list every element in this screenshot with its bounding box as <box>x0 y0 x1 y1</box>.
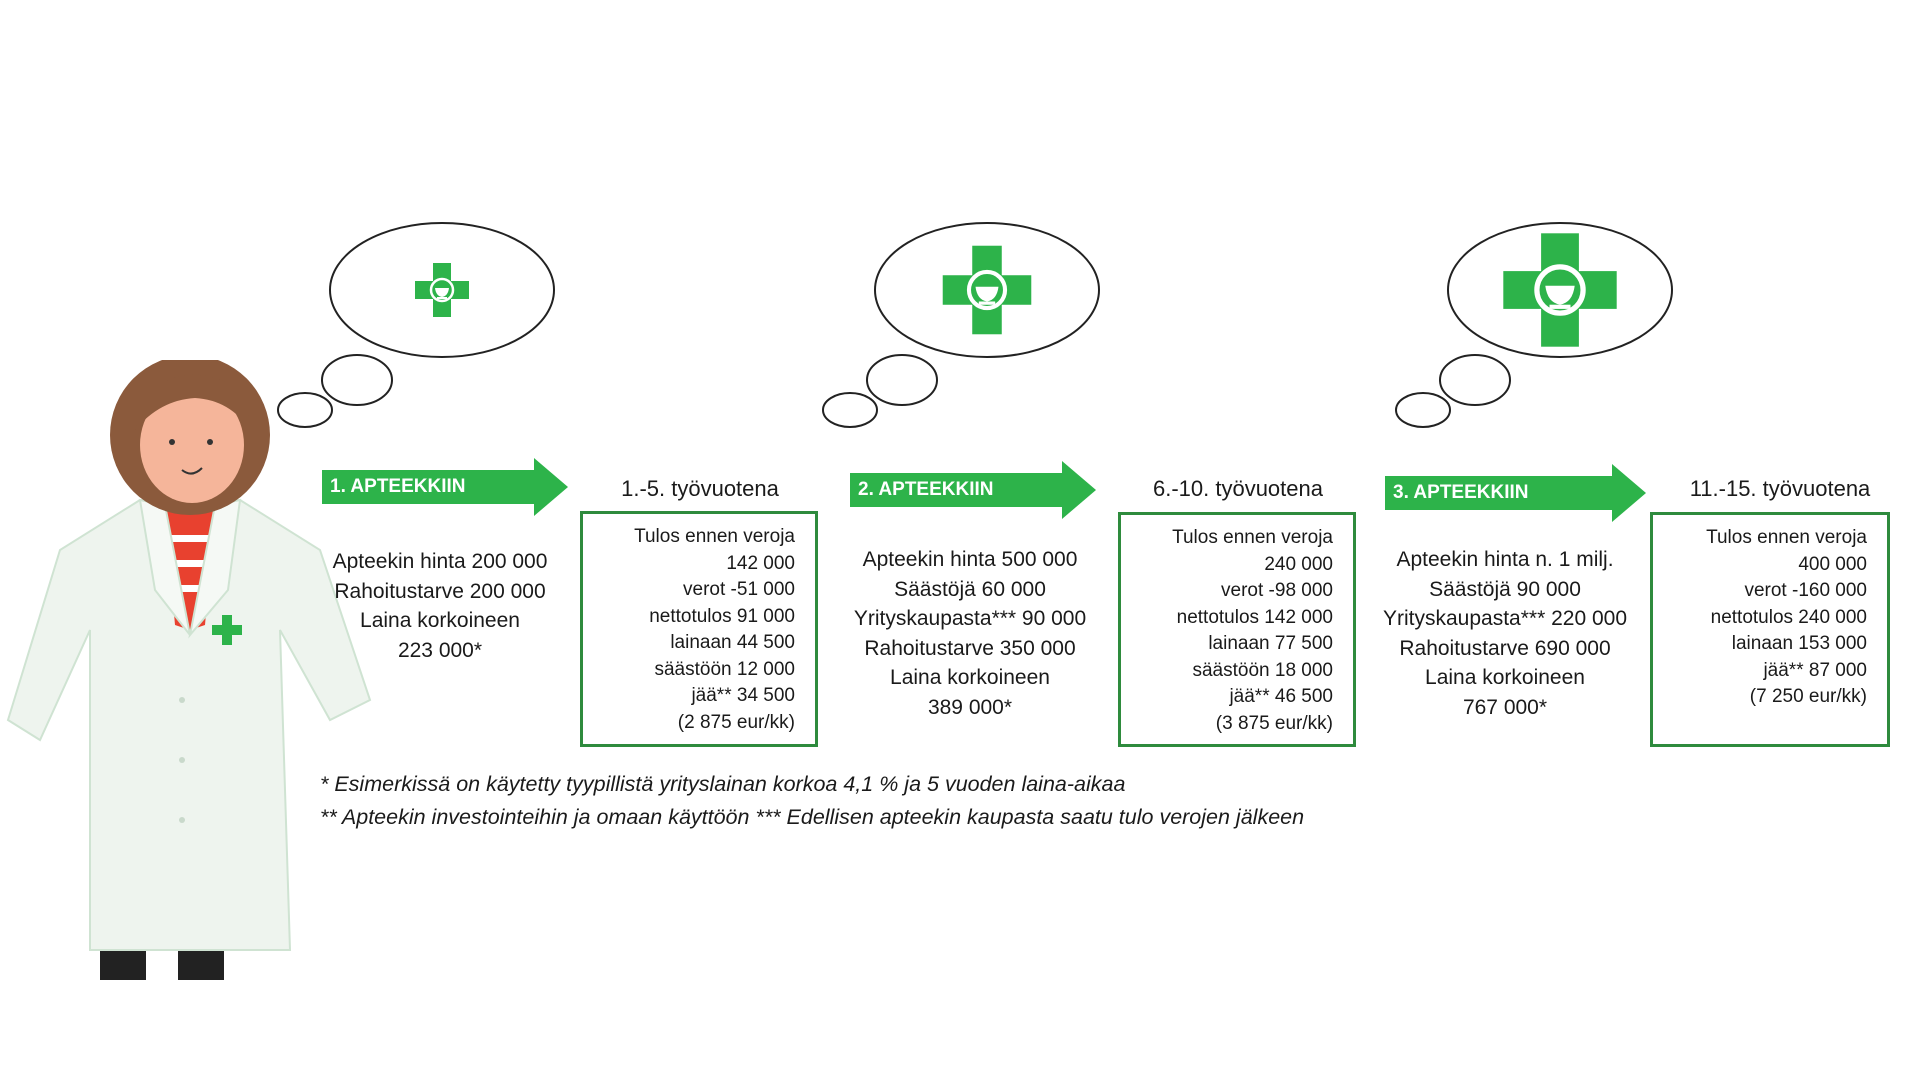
step-2-box-line: Tulos ennen veroja <box>1172 527 1333 548</box>
step-2-line: Apteekin hinta 500 000 <box>862 548 1078 571</box>
step-1-phase-title: 1.-5. työvuotena <box>621 476 779 501</box>
step-2-arrow-label: 2. APTEEKKIIN <box>850 473 1065 507</box>
footnote: ** Apteekin investointeihin ja omaan käy… <box>320 805 1305 829</box>
step-2-box-line: nettotulos 142 000 <box>1176 606 1333 628</box>
thought-bubble-3 <box>1395 222 1673 428</box>
step-3-box-line: (7 250 eur/kk) <box>1749 686 1867 707</box>
step-1-box-line: lainaan 44 500 <box>670 632 795 653</box>
step-1-line: Rahoitustarve 200 000 <box>334 579 546 603</box>
step-3-financing: Apteekin hinta n. 1 milj. Säästöjä 90 00… <box>1370 545 1640 722</box>
step-3-box-line: jää** 87 000 <box>1763 659 1867 681</box>
arrow-head-icon <box>1062 461 1096 519</box>
step-3-line: 767 000* <box>1462 695 1548 719</box>
pharmacist-illustration <box>6 360 372 980</box>
arrow-head-icon <box>534 458 568 516</box>
step-1-result-box: Tulos ennen veroja 142 000 verot -51 000… <box>580 511 818 747</box>
pharmacy-cross-icon <box>415 263 469 317</box>
step-3-box-line: verot -160 000 <box>1744 580 1867 601</box>
step-1-arrow-label: 1. APTEEKKIIN <box>322 470 537 504</box>
step-2-box-line: lainaan 77 500 <box>1208 633 1333 654</box>
thought-bubble-1 <box>277 222 555 428</box>
step-1-line: Laina korkoineen <box>360 609 520 632</box>
step-2-arrow: 2. APTEEKKIIN <box>850 461 1096 519</box>
step-1-box-line: 142 000 <box>726 552 795 574</box>
footnote: * Esimerkissä on käytetty tyypillistä yr… <box>320 772 1126 796</box>
step-3-arrow: 3. APTEEKKIIN <box>1385 464 1646 522</box>
step-3-phase-title: 11.-15. työvuotena <box>1689 476 1871 501</box>
step-2-line: Laina korkoineen <box>890 666 1050 689</box>
step-3-box-line: 400 000 <box>1798 553 1867 575</box>
step-2-line: 389 000* <box>927 695 1013 719</box>
step-3-arrow-label: 3. APTEEKKIIN <box>1385 476 1615 510</box>
step-2-financing: Apteekin hinta 500 000 Säästöjä 60 000 Y… <box>840 545 1100 722</box>
pharmacy-cross-icon <box>942 245 1032 335</box>
step-3-box-line: lainaan 153 000 <box>1731 633 1867 654</box>
step-1-box-line: Tulos ennen veroja <box>634 526 795 547</box>
step-2-line: Yrityskaupasta*** 90 000 <box>853 607 1087 630</box>
step-3-box-line: Tulos ennen veroja <box>1706 527 1867 548</box>
step-2-box-line: 240 000 <box>1264 553 1333 575</box>
step-1-financing: Apteekin hinta 200 000 Rahoitustarve 200… <box>310 547 570 665</box>
step-1-box-line: jää** 34 500 <box>691 685 795 706</box>
step-2-line: Säästöjä 60 000 <box>894 577 1046 601</box>
step-3-line: Yrityskaupasta*** 220 000 <box>1383 607 1627 630</box>
step-1-box-line: nettotulos 91 000 <box>649 605 795 627</box>
step-2-line: Rahoitustarve 350 000 <box>864 636 1076 660</box>
arrow-head-icon <box>1612 464 1646 522</box>
step-1-box-line: (2 875 eur/kk) <box>677 711 795 733</box>
thought-bubble-2 <box>822 222 1100 428</box>
step-3-line: Apteekin hinta n. 1 milj. <box>1396 548 1614 571</box>
step-2-box-line: (3 875 eur/kk) <box>1215 712 1333 734</box>
step-2-box-line: jää** 46 500 <box>1229 686 1333 707</box>
step-3-line: Laina korkoineen <box>1425 666 1585 689</box>
step-2-result-box: Tulos ennen veroja 240 000 verot -98 000… <box>1118 512 1356 747</box>
badge-cross-icon <box>212 615 242 645</box>
step-3-result-box: Tulos ennen veroja 400 000 verot -160 00… <box>1650 512 1890 747</box>
step-2-box-line: verot -98 000 <box>1221 580 1333 601</box>
step-1-arrow: 1. APTEEKKIIN <box>322 458 568 516</box>
step-1-line: 223 000* <box>397 638 483 662</box>
pharmacy-cross-icon <box>1503 233 1617 347</box>
step-3-line: Rahoitustarve 690 000 <box>1399 636 1611 660</box>
step-2-phase-title: 6.-10. työvuotena <box>1152 476 1323 501</box>
step-3-box-line: nettotulos 240 000 <box>1710 606 1867 628</box>
step-1-box-line: säästöön 12 000 <box>654 658 795 680</box>
step-1-line: Apteekin hinta 200 000 <box>332 550 548 573</box>
step-3-line: Säästöjä 90 000 <box>1429 577 1581 601</box>
step-2-box-line: säästöön 18 000 <box>1192 659 1333 681</box>
step-1-box-line: verot -51 000 <box>683 579 795 600</box>
footnotes: * Esimerkissä on käytetty tyypillistä yr… <box>320 768 1304 834</box>
